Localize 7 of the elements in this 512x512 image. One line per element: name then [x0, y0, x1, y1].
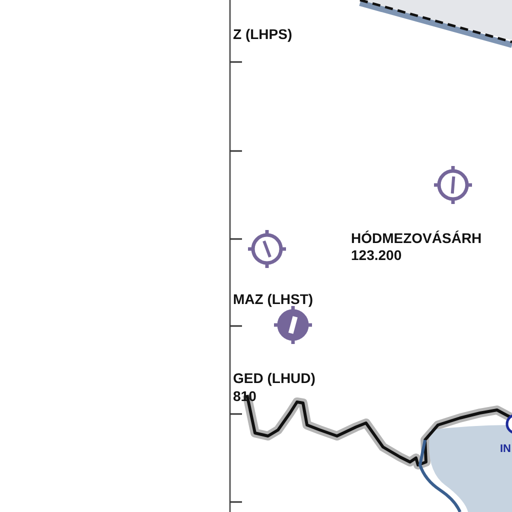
frequency-label: 810	[233, 389, 256, 403]
airfield-label: GED (LHUD)	[233, 371, 316, 385]
place-name: IN	[500, 444, 511, 455]
place-name: HÓDMEZOVÁSÁRH	[351, 231, 482, 245]
airfield-label: Z (LHPS)	[233, 27, 292, 41]
frequency-label: 123.200	[351, 248, 402, 262]
airfield-label: MAZ (LHST)	[233, 292, 314, 306]
